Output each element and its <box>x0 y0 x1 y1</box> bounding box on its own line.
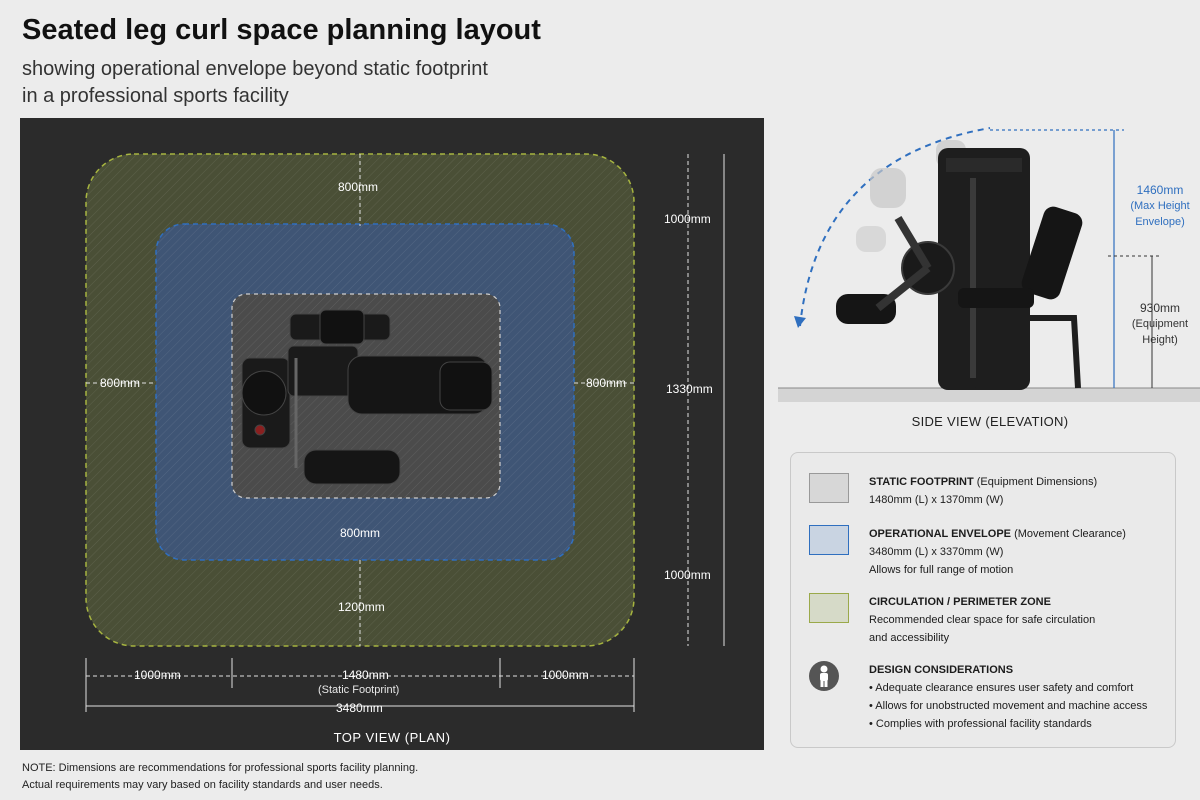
dim-right-side: 800mm <box>586 376 627 390</box>
note-line-2: Actual requirements may vary based on fa… <box>22 779 383 791</box>
equip-height-label-1: (Equipment <box>1131 318 1189 330</box>
max-height-value: 1460mm <box>1136 183 1184 197</box>
side-view: 1460mm (Max Height Envelope) 930mm (Equi… <box>778 118 1200 418</box>
max-height-dim: 1460mm (Max Height Envelope) <box>1118 182 1200 230</box>
motion-arc <box>799 127 991 327</box>
dim-left-side: 800mm <box>100 376 141 390</box>
circulation-title: CIRCULATION / PERIMETER ZONE <box>869 596 1051 608</box>
subtitle-line-1: showing operational envelope beyond stat… <box>22 58 488 80</box>
page-title: Seated leg curl space planning layout <box>22 14 541 46</box>
top-view-plan: 800mm 1000mm 800mm 800mm 1330mm 800mm 10… <box>20 118 764 750</box>
dim-bottom-left: 1000mm <box>134 668 181 682</box>
subtitle-line-2: in a professional sports facility <box>22 85 289 107</box>
equip-height-dim: 930mm (Equipment Height) <box>1118 300 1200 348</box>
dim-below-envelope: 800mm <box>340 526 381 540</box>
dim-bottom-center-sub: (Static Footprint) <box>318 684 400 696</box>
envelope-swatch <box>809 525 849 555</box>
design-bullet-2: • Allows for unobstructed movement and m… <box>869 700 1148 712</box>
note-line-1: NOTE: Dimensions are recommendations for… <box>22 762 419 774</box>
envelope-line1: 3480mm (L) x 3370mm (W) <box>869 546 1004 558</box>
side-drawing <box>778 127 1200 402</box>
design-bullet-3: • Complies with professional facility st… <box>869 718 1092 730</box>
circulation-swatch <box>809 593 849 623</box>
envelope-line2: Allows for full range of motion <box>869 564 1014 576</box>
dim-bottom-right: 1000mm <box>664 568 711 582</box>
circulation-line2: and accessibility <box>869 632 950 644</box>
envelope-title: OPERATIONAL ENVELOPE <box>869 528 1012 540</box>
page-subtitle: showing operational envelope beyond stat… <box>22 56 622 110</box>
leg-curl-machine-top <box>241 309 493 485</box>
dim-top-outer: 800mm <box>338 180 379 194</box>
static-line1: 1480mm (L) x 1370mm (W) <box>869 494 1004 506</box>
dim-bottom-outer: 1200mm <box>338 600 385 614</box>
dim-bottom-right-h: 1000mm <box>542 668 589 682</box>
equip-height-value: 930mm <box>1139 301 1180 315</box>
dim-bottom-center: 1480mm <box>342 668 389 682</box>
dim-total-width: 3480mm <box>336 701 383 715</box>
legend-panel: STATIC FOOTPRINT (Equipment Dimensions) … <box>790 452 1176 748</box>
design-bullet-1: • Adequate clearance ensures user safety… <box>869 682 1134 694</box>
person-icon <box>809 661 839 691</box>
equip-height-label-2: Height) <box>1142 334 1178 346</box>
circulation-line1: Recommended clear space for safe circula… <box>869 614 1096 626</box>
max-height-label-1: (Max Height <box>1130 200 1190 212</box>
plan-label: TOP VIEW (PLAN) <box>333 730 451 745</box>
leg-curl-machine-side <box>836 148 1083 390</box>
static-title-note: (Equipment Dimensions) <box>976 476 1098 488</box>
side-label: SIDE VIEW (ELEVATION) <box>911 414 1069 429</box>
envelope-title-note: (Movement Clearance) <box>1014 528 1126 540</box>
max-height-label-2: Envelope) <box>1135 216 1185 228</box>
design-title: DESIGN CONSIDERATIONS <box>869 664 1014 676</box>
dim-right-mid: 1330mm <box>666 382 713 396</box>
footnote: NOTE: Dimensions are recommendations for… <box>22 760 418 794</box>
dim-top-right: 1000mm <box>664 212 711 226</box>
plan-drawing <box>85 153 725 712</box>
static-swatch <box>809 473 849 503</box>
static-title: STATIC FOOTPRINT <box>869 476 974 488</box>
